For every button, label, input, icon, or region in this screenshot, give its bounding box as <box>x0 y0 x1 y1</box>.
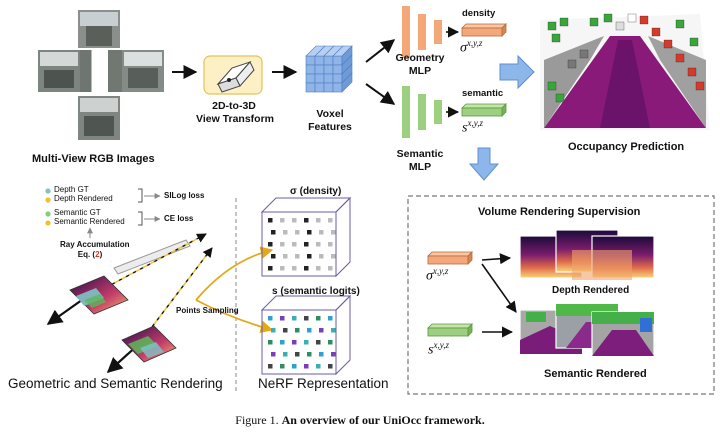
supervision-sigma-sup: x,y,z <box>432 266 449 276</box>
voxel-line2: Features <box>308 121 352 133</box>
ray-accumulation-line1: Ray Accumulation <box>60 240 130 249</box>
density-superscript: x,y,z <box>466 38 483 48</box>
density-symbol: σx,y,z <box>460 38 482 57</box>
geometry-mlp-label: Geometry MLP <box>388 52 452 78</box>
supervision-semantic-bar <box>427 323 473 337</box>
supervision-title: Volume Rendering Supervision <box>478 206 641 218</box>
ray-eq-suffix: ) <box>99 250 103 259</box>
ce-loss-label: CE loss <box>164 214 194 223</box>
semantic-symbol: sx,y,z <box>462 118 483 137</box>
depth-rendered-images <box>519 229 655 280</box>
arrow-sigma-to-semantic <box>481 263 517 313</box>
supervision-sigma-symbol: σ <box>426 268 433 284</box>
view-transform-label: 2D-to-3D View Transform <box>196 100 275 126</box>
density-sigma: σ <box>460 40 467 56</box>
semantic-rendered-images <box>519 303 655 357</box>
rendering-legend <box>45 188 161 238</box>
blue-arrow-to-supervision <box>468 147 500 181</box>
geometry-mlp-line2: MLP <box>408 65 432 77</box>
camera-image-center-right <box>108 50 122 92</box>
legend-semantic-gt: Semantic GT <box>54 208 101 217</box>
semantic-gt-dot <box>45 211 51 217</box>
view-transform-line1: 2D-to-3D <box>212 100 256 112</box>
rendering-title: Geometric and Semantic Rendering <box>8 376 223 391</box>
semantic-feature-bar <box>461 103 507 117</box>
silog-loss-label: SILog loss <box>164 191 205 200</box>
geometry-mlp-line1: Geometry <box>395 52 445 64</box>
depth-gt-dot <box>45 188 51 194</box>
semantic-s: s <box>462 120 468 136</box>
supervision-s: sx,y,z <box>428 340 449 359</box>
arrow-voxel-to-geometry-mlp <box>365 39 396 63</box>
semantic-mlp-line1: Semantic <box>396 148 444 160</box>
occupancy-label: Occupancy Prediction <box>568 141 685 153</box>
voxel-features-label: Voxel Features <box>300 108 360 134</box>
semantic-mlp-line2: MLP <box>408 161 432 173</box>
view-transform-block <box>203 55 263 95</box>
supervision-panel <box>407 195 715 395</box>
semantic-output-label: semantic <box>462 88 504 99</box>
legend-semantic-rendered: Semantic Rendered <box>54 217 125 226</box>
multi-view-label: Multi-View RGB Images <box>32 153 155 165</box>
density-feature-bar <box>461 23 507 37</box>
figure-caption: Figure 1. An overview of our UniOcc fram… <box>0 413 720 428</box>
ray-1-dark <box>89 233 207 297</box>
geometry-mlp-layer-1 <box>402 6 410 58</box>
depth-rendered-label: Depth Rendered <box>552 285 630 296</box>
nerf-logits-label: s (semantic logits) <box>272 286 360 297</box>
semantic-mlp-layer-3 <box>434 100 442 124</box>
supervision-s-sup: x,y,z <box>433 340 449 350</box>
supervision-sigma: σx,y,z <box>426 266 448 285</box>
multi-view-images <box>38 10 164 140</box>
geometry-mlp-layer-3 <box>434 20 442 44</box>
ray-accumulation-line2: Eq. (2) <box>60 250 120 260</box>
camera-image-center-left <box>80 50 92 92</box>
view-transform-line2: View Transform <box>196 113 275 125</box>
semantic-mlp-layers <box>402 86 442 138</box>
nerf-title: NeRF Representation <box>258 376 389 391</box>
supervision-density-bar <box>427 251 473 265</box>
density-cube <box>260 196 352 278</box>
geometry-mlp-layers <box>402 6 442 58</box>
caption-bold: An overview of our UniOcc framework. <box>281 413 485 427</box>
semantic-rendered-label: Semantic Rendered <box>544 368 647 380</box>
voxel-features-cube <box>305 45 353 93</box>
caption-prefix: Figure 1. <box>235 413 279 427</box>
semantic-mlp-layer-2 <box>418 94 426 130</box>
blue-arrow-to-occupancy <box>499 54 535 90</box>
supervision-s-symbol: s <box>428 342 434 358</box>
semantic-mlp-label: Semantic MLP <box>388 148 452 174</box>
camera-rays <box>46 233 213 374</box>
semantic-mlp-layer-1 <box>402 86 410 138</box>
semantic-superscript: x,y,z <box>467 118 483 128</box>
voxel-line1: Voxel <box>316 108 344 120</box>
ray-accumulation-label: Ray Accumulation Eq. (2) <box>60 240 130 260</box>
ray-eq-number: 2 <box>95 250 100 259</box>
legend-depth-gt: Depth GT <box>54 185 89 194</box>
semantic-rendered-dot <box>45 220 51 226</box>
points-sampling-label: Points Sampling <box>176 306 239 315</box>
geometry-mlp-layer-2 <box>418 14 426 50</box>
ray-eq-prefix: Eq. ( <box>77 250 96 259</box>
legend-depth-rendered: Depth Rendered <box>54 194 113 203</box>
density-output-label: density <box>462 8 496 19</box>
ray-2-yellow <box>141 247 213 341</box>
arrow-sigma-to-depth <box>481 253 512 265</box>
occupancy-prediction-image <box>540 13 710 130</box>
arrow-voxel-to-semantic-mlp <box>365 83 396 105</box>
semantic-logits-cube <box>260 294 352 376</box>
depth-rendered-dot <box>45 197 51 203</box>
ray-accumulation-bar <box>113 239 191 275</box>
points-sampling-arrow-top <box>195 246 274 301</box>
nerf-density-label: σ (density) <box>290 186 342 197</box>
points-sampling-arrow-bottom <box>195 299 274 333</box>
